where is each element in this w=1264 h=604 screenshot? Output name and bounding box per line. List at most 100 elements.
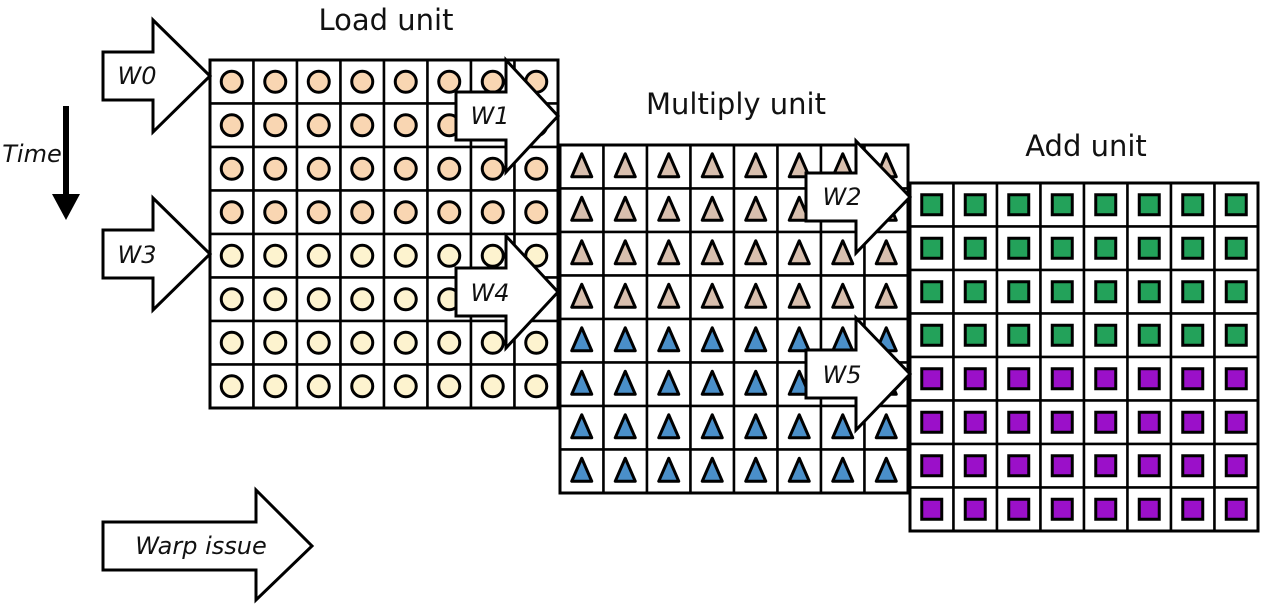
load-op-circle [306, 156, 331, 181]
warp-arrow-w3: W3 [101, 194, 213, 314]
add-op-square [963, 410, 987, 434]
add-op-square [1137, 236, 1161, 260]
warp-label-w0: W0 [118, 62, 157, 90]
multiply-op-triangle [700, 413, 724, 440]
load-op-circle [306, 113, 331, 138]
multiply-op-triangle [570, 369, 594, 396]
load-op-circle [393, 287, 418, 312]
load-op-circle [306, 200, 331, 225]
warp-arrow-w5: W5 [804, 314, 913, 434]
multiply-op-triangle [874, 413, 898, 440]
time-label: Time [2, 140, 61, 168]
add-op-square [1094, 454, 1118, 478]
add-op-square [1007, 193, 1031, 217]
load-op-circle [306, 287, 331, 312]
add-op-square [1050, 236, 1074, 260]
add-op-square [1181, 454, 1205, 478]
add-op-square [1181, 280, 1205, 304]
multiply-op-triangle [787, 369, 811, 396]
add-op-square [920, 236, 944, 260]
add-op-square [1094, 367, 1118, 391]
load-op-circle [393, 200, 418, 225]
multiply-op-triangle [570, 413, 594, 440]
add-op-square [920, 323, 944, 347]
multiply-op-triangle [613, 326, 637, 353]
load-op-circle [219, 69, 244, 94]
multiply-op-triangle [657, 282, 681, 309]
add-op-square [1050, 367, 1074, 391]
multiply-op-triangle [787, 152, 811, 179]
load-op-circle [350, 200, 375, 225]
multiply-op-triangle [787, 456, 811, 483]
load-op-circle [393, 69, 418, 94]
add-op-square [920, 497, 944, 521]
add-op-square [963, 497, 987, 521]
add-op-square [1137, 497, 1161, 521]
load-op-circle [437, 330, 462, 355]
add-op-square [1007, 454, 1031, 478]
add-op-square [1094, 323, 1118, 347]
load-op-circle [263, 243, 288, 268]
add-op-square [1224, 454, 1248, 478]
load-op-circle [437, 243, 462, 268]
add-op-square [1181, 323, 1205, 347]
load-op-circle [350, 243, 375, 268]
add-op-square [1007, 236, 1031, 260]
load-op-circle [350, 330, 375, 355]
warp-label-w5: W5 [823, 361, 862, 389]
multiply-op-triangle [570, 282, 594, 309]
multiply-op-triangle [657, 239, 681, 266]
load-op-circle [263, 330, 288, 355]
add-op-square [1181, 193, 1205, 217]
multiply-op-triangle [744, 326, 768, 353]
load-op-circle [393, 243, 418, 268]
load-op-circle [350, 287, 375, 312]
add-op-square [920, 454, 944, 478]
add-op-square [1050, 323, 1074, 347]
add-op-square [1224, 367, 1248, 391]
add-op-square [1007, 280, 1031, 304]
load-op-circle [437, 156, 462, 181]
multiply-op-triangle [570, 195, 594, 222]
multiply-op-triangle [700, 152, 724, 179]
multiply-op-triangle [700, 195, 724, 222]
add-unit-title: Add unit [1025, 129, 1147, 163]
multiply-op-triangle [787, 413, 811, 440]
add-op-square [1050, 497, 1074, 521]
warp-arrow-w1: W1 [454, 56, 561, 176]
multiply-op-triangle [831, 413, 855, 440]
multiply-op-triangle [874, 282, 898, 309]
load-op-circle [306, 374, 331, 399]
add-op-square [1137, 367, 1161, 391]
add-op-square [1224, 410, 1248, 434]
multiply-op-triangle [613, 413, 637, 440]
multiply-op-triangle [874, 239, 898, 266]
multiply-op-triangle [570, 456, 594, 483]
multiply-op-triangle [787, 195, 811, 222]
multiply-op-triangle [831, 282, 855, 309]
load-op-circle [219, 330, 244, 355]
add-op-square [1137, 410, 1161, 434]
add-op-square [1181, 367, 1205, 391]
multiply-op-triangle [613, 282, 637, 309]
multiply-op-triangle [787, 239, 811, 266]
load-unit-grid [208, 58, 560, 410]
multiply-op-triangle [657, 195, 681, 222]
load-op-circle [219, 374, 244, 399]
add-op-square [963, 367, 987, 391]
warp-label-w2: W2 [823, 183, 862, 211]
warp-issue-label: Warp issue [135, 532, 267, 560]
load-op-circle [219, 113, 244, 138]
multiply-op-triangle [657, 326, 681, 353]
warp-label-w1: W1 [471, 102, 510, 130]
add-op-square [963, 323, 987, 347]
multiply-op-triangle [874, 456, 898, 483]
load-op-circle [306, 330, 331, 355]
load-op-circle [480, 69, 505, 94]
load-op-circle [393, 156, 418, 181]
add-op-square [963, 454, 987, 478]
add-op-square [1007, 410, 1031, 434]
multiply-op-triangle [570, 239, 594, 266]
multiply-op-triangle [831, 456, 855, 483]
